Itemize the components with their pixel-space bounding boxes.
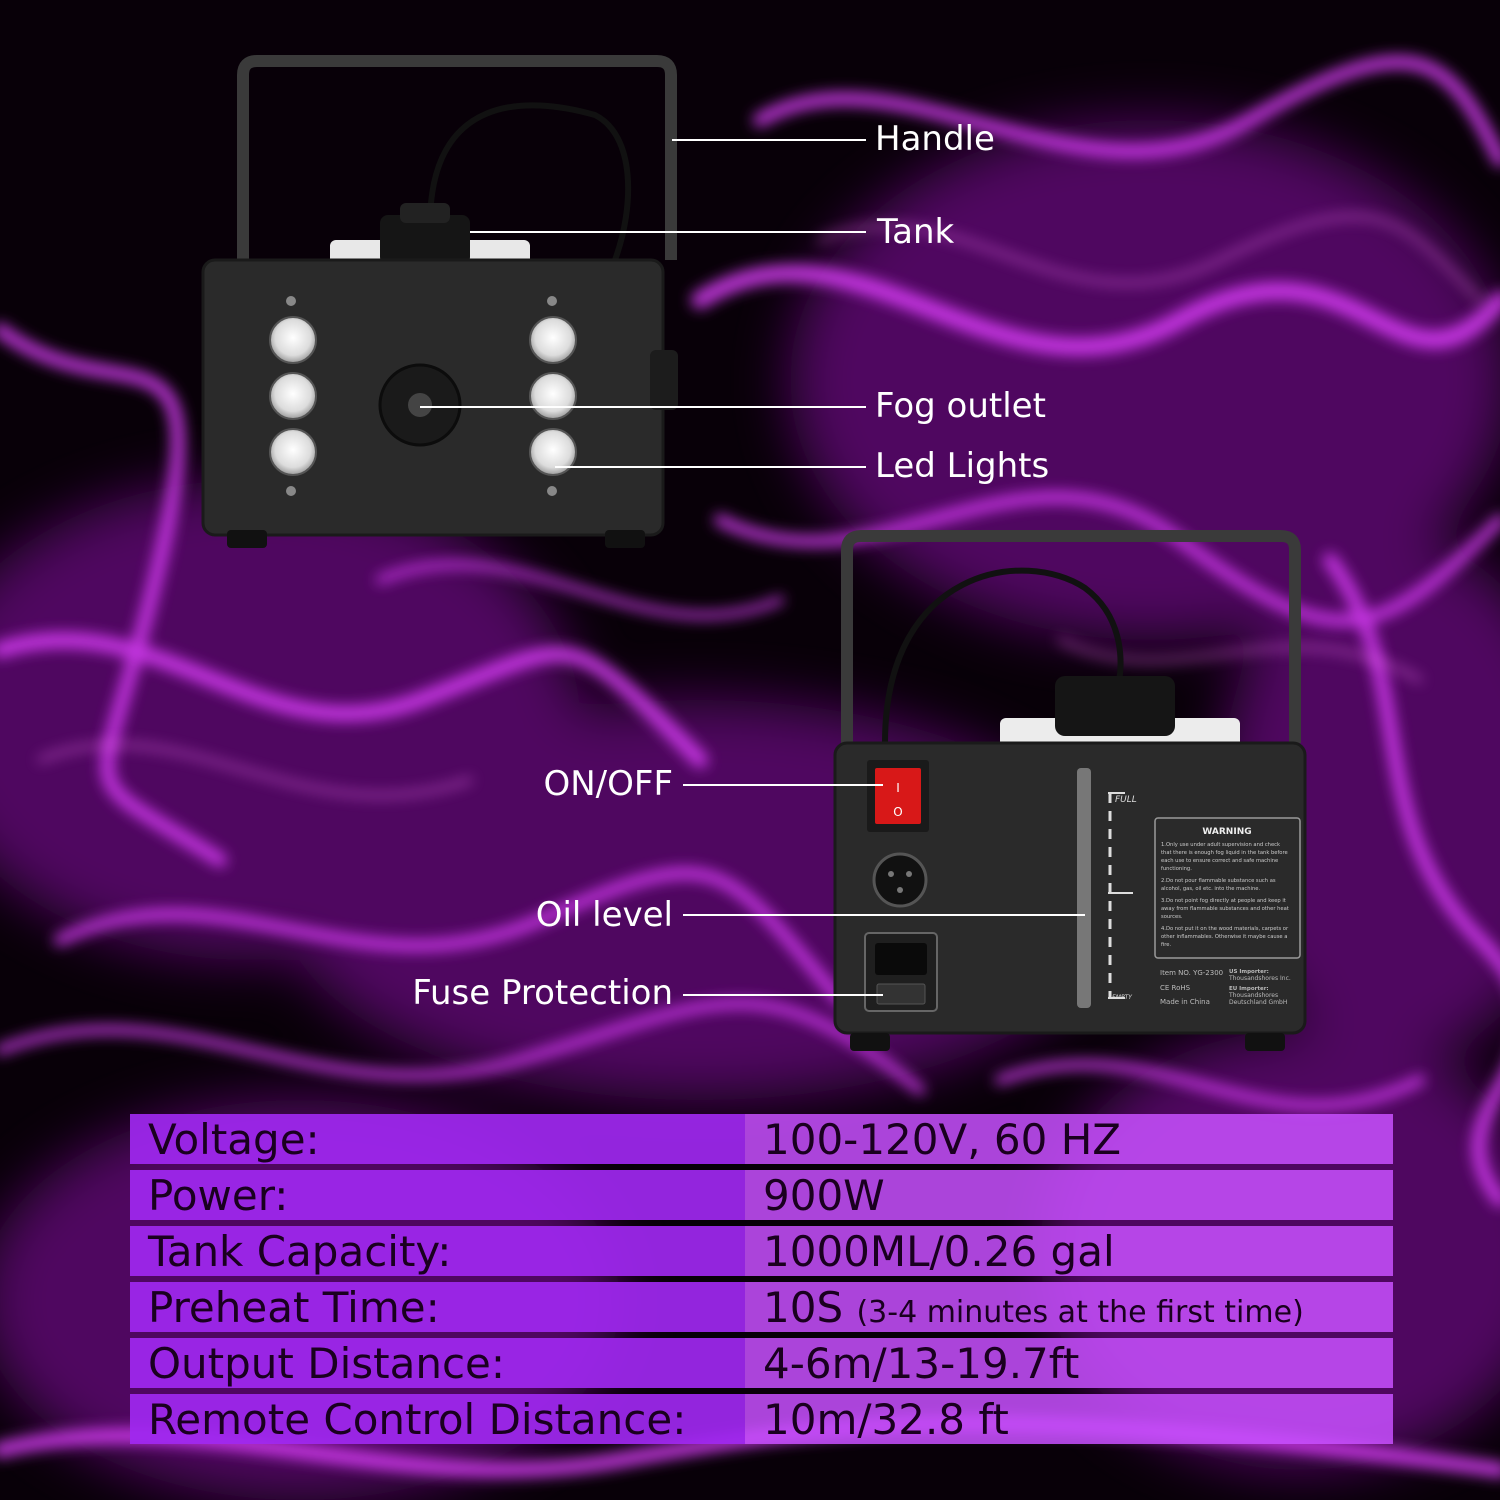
spec-value: 10m/32.8 ft [745, 1394, 1393, 1444]
spec-label: Remote Control Distance: [130, 1394, 745, 1444]
gauge-empty-label: EMPTY [1112, 994, 1133, 1001]
spec-value: 100-120V, 60 HZ [745, 1114, 1393, 1164]
warning-line: 3.Do not point fog directly at people an… [1161, 898, 1286, 904]
spec-value: 10S (3-4 minutes at the first time) [745, 1282, 1393, 1332]
fog-machine-back-view: I O FULL EMPTY WARNING 1.Only use under … [833, 530, 1307, 1051]
spec-label: Voltage: [130, 1114, 745, 1164]
fog-outlet-label: Fog outlet [875, 386, 1046, 426]
spec-row: Voltage: 100-120V, 60 HZ [130, 1114, 1393, 1164]
made-in: Made in China [1160, 998, 1210, 1006]
spec-row: Preheat Time: 10S (3-4 minutes at the fi… [130, 1282, 1393, 1332]
oil-level-callout-line [683, 914, 1085, 916]
warning-line: fire. [1161, 942, 1171, 948]
spec-value-note: (3-4 minutes at the first time) [856, 1294, 1304, 1330]
warning-line: other inflammables. Otherwise it maybe c… [1161, 934, 1287, 940]
spec-label: Tank Capacity: [130, 1226, 745, 1276]
led-lights-callout-line [555, 466, 866, 468]
certification-marks: CE RoHS [1160, 984, 1191, 992]
led-light-icon [529, 316, 577, 364]
spec-label: Preheat Time: [130, 1282, 745, 1332]
warning-line: 1.Only use under adult supervision and c… [1161, 842, 1280, 848]
us-importer: Thousandshores Inc. [1228, 975, 1291, 982]
spec-label: Output Distance: [130, 1338, 745, 1388]
handle-label: Handle [875, 119, 995, 159]
handle-callout-line [672, 139, 866, 141]
led-light-icon [269, 372, 317, 420]
warning-title: WARNING [1202, 827, 1251, 837]
on-off-label: ON/OFF [543, 764, 673, 804]
item-number: Item NO. YG-2300 [1160, 969, 1223, 977]
spec-value: 900W [745, 1170, 1393, 1220]
spec-row: Tank Capacity: 1000ML/0.26 gal [130, 1226, 1393, 1276]
eu-importer-line-1: Thousandshores [1228, 992, 1278, 999]
gauge-full-label: FULL [1115, 795, 1137, 805]
spec-row: Remote Control Distance: 10m/32.8 ft [130, 1394, 1393, 1444]
tank-label: Tank [877, 212, 955, 252]
spec-label: Power: [130, 1170, 745, 1220]
warning-line: functioning. [1161, 866, 1192, 872]
fuse-protection-label: Fuse Protection [412, 973, 673, 1013]
oil-level-label: Oil level [535, 895, 673, 935]
led-light-icon [269, 428, 317, 476]
eu-importer-label: EU Importer: [1229, 986, 1269, 992]
eu-importer-line-2: Deutschland GmbH [1229, 999, 1287, 1006]
warning-line: 4.Do not put it on the wood materials, c… [1161, 926, 1289, 932]
led-light-icon [529, 428, 577, 476]
warning-line: away from flammable substances and other… [1161, 906, 1289, 912]
spec-row: Output Distance: 4-6m/13-19.7ft [130, 1338, 1393, 1388]
warning-line: each use to ensure correct and safe mach… [1161, 858, 1278, 864]
led-lights [269, 316, 577, 476]
svg-text:I: I [896, 781, 900, 795]
tank-callout-line [470, 231, 866, 233]
spec-value-main: 10S [763, 1282, 844, 1332]
fuse-protection-callout-line [683, 994, 883, 996]
warning-line: sources. [1161, 914, 1183, 920]
warning-line: 2.Do not pour flammable substance such a… [1161, 878, 1276, 884]
led-lights-label: Led Lights [875, 446, 1050, 486]
us-importer-label: US Importer: [1229, 969, 1269, 975]
spec-table: Voltage: 100-120V, 60 HZ Power: 900W Tan… [130, 1108, 1393, 1450]
fog-outlet-callout-line [420, 406, 866, 408]
power-switch-icon [875, 768, 921, 824]
warning-line: that there is enough fog liquid in the t… [1161, 850, 1288, 856]
warning-line: alcohol, gas, oil etc. into the machine. [1161, 886, 1260, 892]
svg-text:O: O [893, 805, 902, 819]
led-light-icon [269, 316, 317, 364]
spec-value: 4-6m/13-19.7ft [745, 1338, 1393, 1388]
on-off-callout-line [683, 784, 883, 786]
spec-value: 1000ML/0.26 gal [745, 1226, 1393, 1276]
spec-row: Power: 900W [130, 1170, 1393, 1220]
led-light-icon [529, 372, 577, 420]
